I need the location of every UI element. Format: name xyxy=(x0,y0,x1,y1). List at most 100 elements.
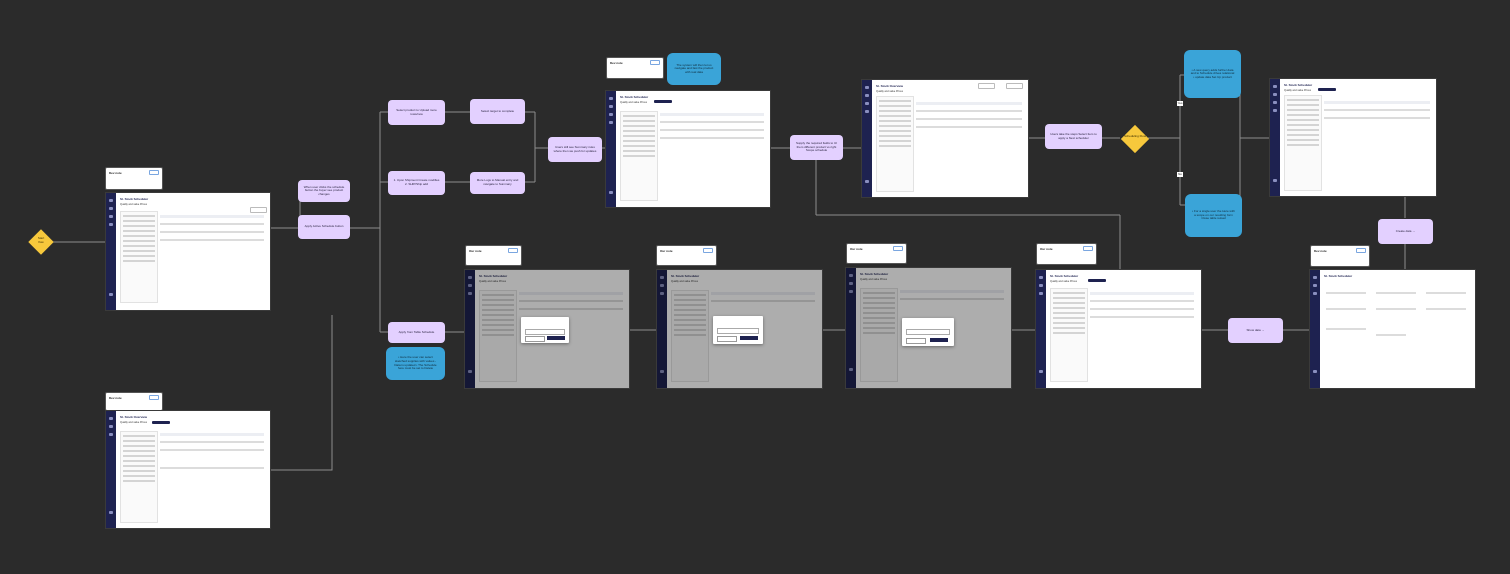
sidebar xyxy=(862,80,872,197)
active-tab[interactable] xyxy=(152,421,170,424)
modal-confirm-button[interactable] xyxy=(930,338,948,342)
screen-frame-bottom-4: St. Stock Scheduler Quality and value Pr… xyxy=(1036,270,1201,388)
screen-frame-top-right-2: St. Stock Scheduler Quality and value Pr… xyxy=(1270,79,1436,196)
filter-panel xyxy=(860,288,898,382)
screen-title: St. Stock Scheduler xyxy=(1324,274,1353,278)
screen-title: St. Stock Scheduler xyxy=(479,274,508,278)
screen-subtitle: Quality and value Prices xyxy=(860,278,887,281)
modal-confirm-button[interactable] xyxy=(547,336,565,340)
sidebar xyxy=(657,270,667,388)
screen-title: St. Stock Scheduler xyxy=(1050,274,1079,278)
step-top-2[interactable]: Supply the required fields to UI them di… xyxy=(790,135,843,160)
screen-subtitle: Quality and value Prices xyxy=(1050,280,1077,283)
active-tab[interactable] xyxy=(1318,88,1336,91)
sidebar xyxy=(106,411,116,528)
active-tab[interactable] xyxy=(1088,279,1106,282)
sidebar xyxy=(1310,270,1320,388)
modal-field[interactable] xyxy=(525,329,565,335)
note-bottom-4: Our note xyxy=(1037,244,1096,264)
note-bottom-1: Our note xyxy=(466,246,521,265)
edge-label-yes: Yes xyxy=(1177,101,1183,106)
filter-panel xyxy=(876,96,914,192)
confirm-modal xyxy=(521,317,569,343)
step-up-2[interactable]: Select target to complete xyxy=(470,99,525,124)
filter-panel xyxy=(479,290,517,382)
screen-subtitle: Quality and value Prices xyxy=(1284,89,1311,92)
screen-frame-top-right-1: St. Stock Overview Quality and value Pri… xyxy=(862,80,1028,197)
edge-label-no: No xyxy=(1177,172,1183,177)
modal-cancel-button[interactable] xyxy=(717,336,737,342)
screen-subtitle: Quality and value Prices xyxy=(120,421,147,424)
note-title: Dev note xyxy=(109,171,122,175)
confirm-modal xyxy=(902,318,954,346)
modal-field[interactable] xyxy=(906,329,950,335)
note-button[interactable] xyxy=(650,60,660,65)
note-title: Our note xyxy=(1040,247,1053,251)
step-summary[interactable]: Show data → xyxy=(1228,318,1283,343)
screen-frame-summary: St. Stock Scheduler xyxy=(1310,270,1475,388)
sidebar xyxy=(606,91,616,207)
step-mid-2[interactable]: More Logs to Manual entry and navigate t… xyxy=(470,172,525,194)
note-button[interactable] xyxy=(703,248,713,253)
note-button[interactable] xyxy=(149,170,159,175)
screen-subtitle: Quality and value Prices xyxy=(876,90,903,93)
callout-4: • For a single user the Here with a scop… xyxy=(1185,194,1242,237)
callout-3: • A new query adds further data and to S… xyxy=(1184,50,1241,98)
note-button[interactable] xyxy=(149,395,159,400)
sidebar xyxy=(465,270,475,388)
screen-frame-1: St. Stock Scheduler Quality and value Pr… xyxy=(106,193,270,310)
note-frame-bottom: Dev note xyxy=(106,393,162,410)
filter-panel xyxy=(1284,95,1322,191)
note-bottom-3: Our note xyxy=(847,244,906,263)
modal-confirm-button[interactable] xyxy=(740,336,758,340)
filter-panel xyxy=(120,431,158,523)
action-button[interactable] xyxy=(1006,83,1023,89)
note-button[interactable] xyxy=(1083,246,1093,251)
sidebar xyxy=(1036,270,1046,388)
step-down[interactable]: Apply from Table Schedule xyxy=(388,322,445,343)
step-top-3[interactable]: Users take the steps Select Item to appl… xyxy=(1045,124,1102,149)
screen-title: St. Stock Scheduler xyxy=(1284,83,1313,87)
modal-cancel-button[interactable] xyxy=(906,338,926,344)
screen-subtitle: Quality and value Prices xyxy=(120,203,147,206)
screen-title: St. Stock Scheduler xyxy=(120,197,149,201)
screen-title: St. Stock Scheduler xyxy=(620,95,649,99)
action-button[interactable] xyxy=(978,83,995,89)
callout-1: The system will then let us navigate and… xyxy=(667,53,721,85)
note-right: Dev note xyxy=(1311,246,1369,266)
note-title: Dev note xyxy=(109,396,122,400)
screen-title: St. Stock Overview xyxy=(120,415,148,419)
note-frame-top: Dev note xyxy=(607,58,663,78)
step-mid-1[interactable]: 1. Upon Shipment Create modifies 2. SHIP… xyxy=(388,171,445,195)
screen-title: St. Stock Scheduler xyxy=(860,272,889,276)
note-title: Dev note xyxy=(610,61,623,65)
modal-field[interactable] xyxy=(717,328,759,334)
sidebar xyxy=(846,268,856,388)
note-button[interactable] xyxy=(893,246,903,251)
note-title: Our note xyxy=(850,247,863,251)
note-button[interactable] xyxy=(508,248,518,253)
start-label: Start flow xyxy=(37,236,45,244)
active-tab[interactable] xyxy=(654,100,672,103)
screen-frame-bottom-left: St. Stock Overview Quality and value Pri… xyxy=(106,411,270,528)
step-left-2[interactable]: Apply Active Schedule button xyxy=(298,215,350,239)
screen-frame-bottom-3: St. Stock Scheduler Quality and value Pr… xyxy=(846,268,1011,388)
filter-panel xyxy=(620,111,658,201)
modal-cancel-button[interactable] xyxy=(525,336,545,342)
note-frame1: Dev note xyxy=(106,168,162,189)
note-title: Our note xyxy=(660,249,673,253)
note-button[interactable] xyxy=(1356,248,1366,253)
step-join[interactable]: Users still see Summary rules where then… xyxy=(548,137,602,162)
screen-frame-top-middle: St. Stock Scheduler Quality and value Pr… xyxy=(606,91,770,207)
step-left-1[interactable]: When user clicks the schedule button the… xyxy=(298,180,350,202)
screen-subtitle: Quality and value Prices xyxy=(620,101,647,104)
note-title: Our note xyxy=(469,249,482,253)
action-button[interactable] xyxy=(250,207,267,213)
step-up-1[interactable]: Select product to Upload more rows/new xyxy=(388,100,445,125)
step-right[interactable]: Create data → xyxy=(1378,219,1433,244)
filter-panel xyxy=(120,211,158,303)
screen-title: St. Stock Overview xyxy=(876,84,904,88)
filter-panel xyxy=(671,290,709,382)
callout-2: • Here the user can select sketched supp… xyxy=(386,347,445,380)
